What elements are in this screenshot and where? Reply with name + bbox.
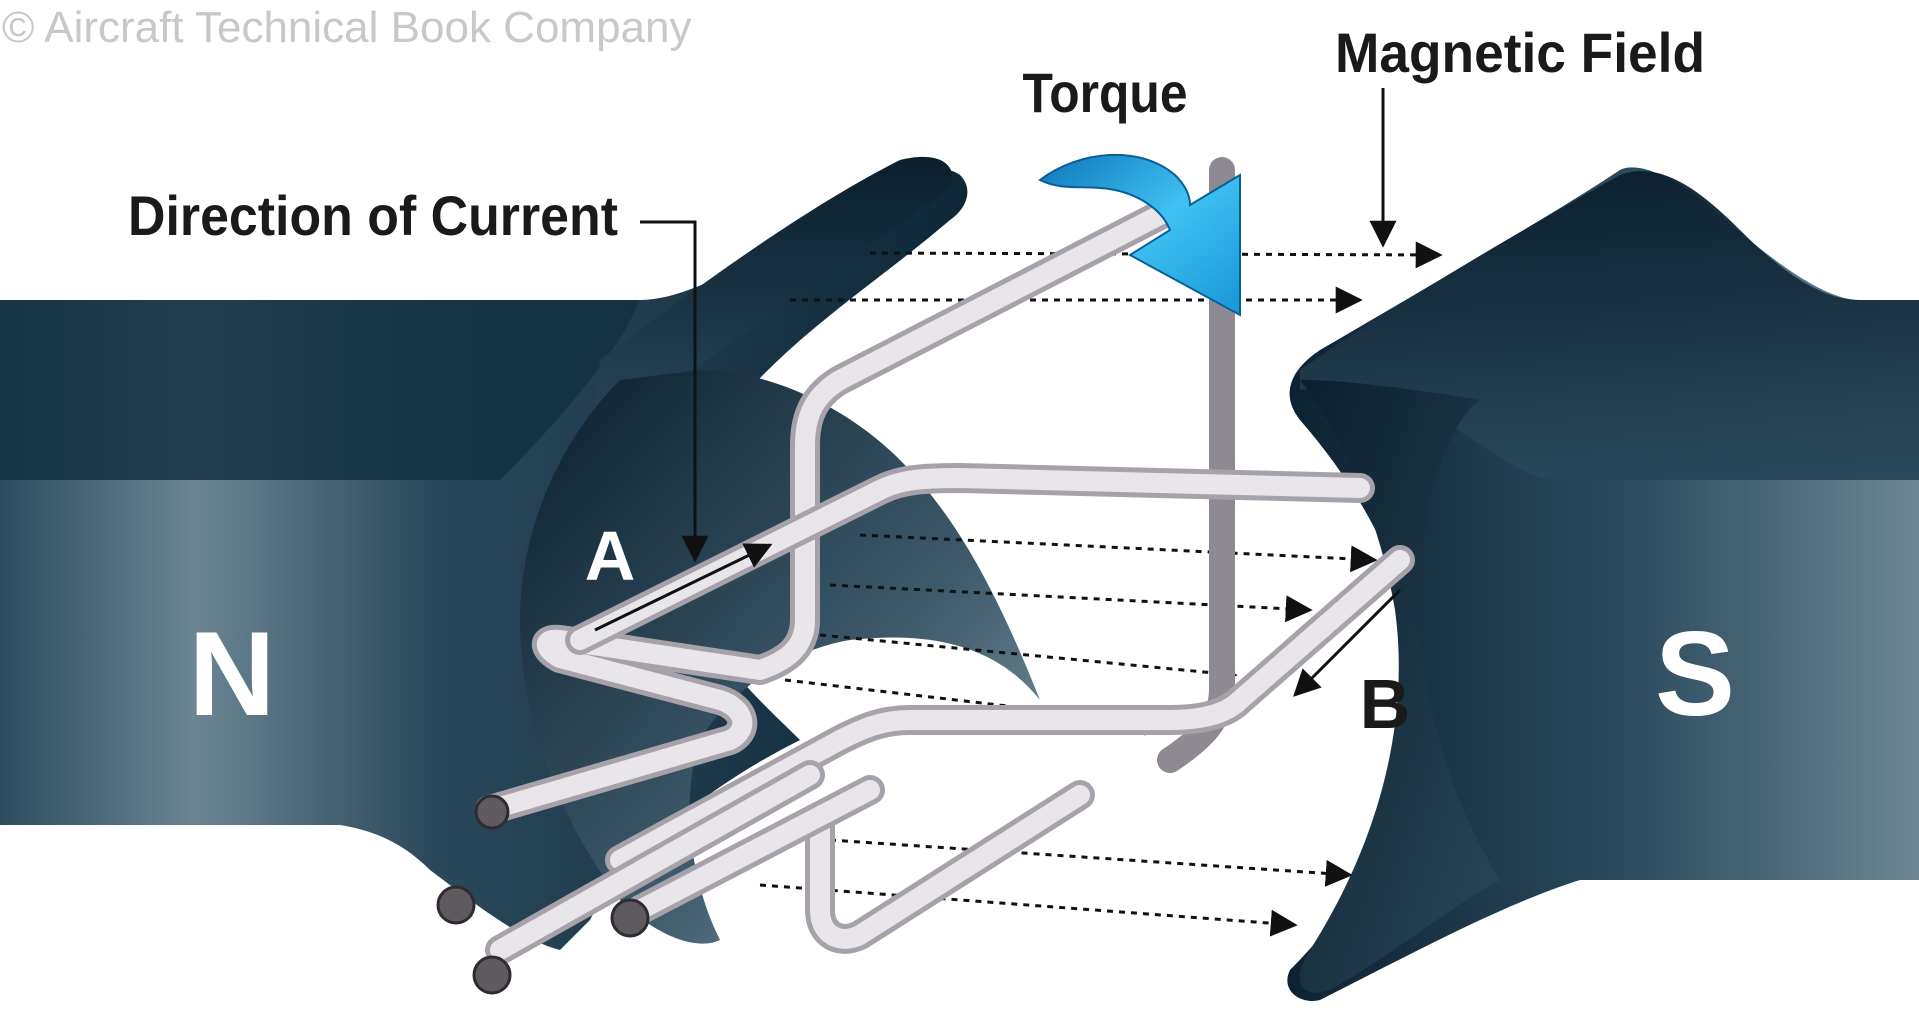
north-pole-letter: N (189, 607, 276, 741)
field-line (859, 533, 1378, 573)
coil-top-segment (480, 205, 1170, 820)
wire-end-cap (436, 885, 476, 925)
coil-lead (490, 765, 820, 960)
wire-end-cap (472, 955, 512, 995)
coil-bottom-segment (610, 550, 1410, 870)
torque-label: Torque (1023, 61, 1188, 124)
armature-coil (475, 157, 1415, 965)
coil-lead (630, 780, 880, 920)
field-line (819, 633, 1238, 687)
south-magnet: S (1287, 167, 1919, 1001)
current-leader-line (640, 220, 709, 563)
field-line (829, 838, 1353, 887)
south-pole-face (1299, 380, 1500, 993)
wire-end-cap (610, 898, 650, 938)
coil-lower-loop (810, 785, 1090, 949)
current-arrow-b (1293, 588, 1402, 697)
current-arrow-a (594, 543, 773, 632)
point-b-label: B (1360, 665, 1411, 743)
leader-lines (640, 88, 1397, 563)
magnetic-field-label: Magnetic Field (1335, 21, 1705, 84)
field-line (759, 883, 1298, 937)
wire-end-cap (474, 794, 510, 830)
south-pole-letter: S (1655, 607, 1735, 741)
point-a-label: A (585, 517, 636, 595)
copyright-watermark: © Aircraft Technical Book Company (2, 3, 691, 52)
coil-middle-segment (570, 468, 1370, 650)
torque-arrow (1038, 153, 1241, 317)
wire-ends (436, 794, 650, 995)
direction-of-current-label: Direction of Current (128, 184, 618, 247)
north-magnet: N (0, 156, 1040, 951)
field-line (784, 678, 1173, 736)
